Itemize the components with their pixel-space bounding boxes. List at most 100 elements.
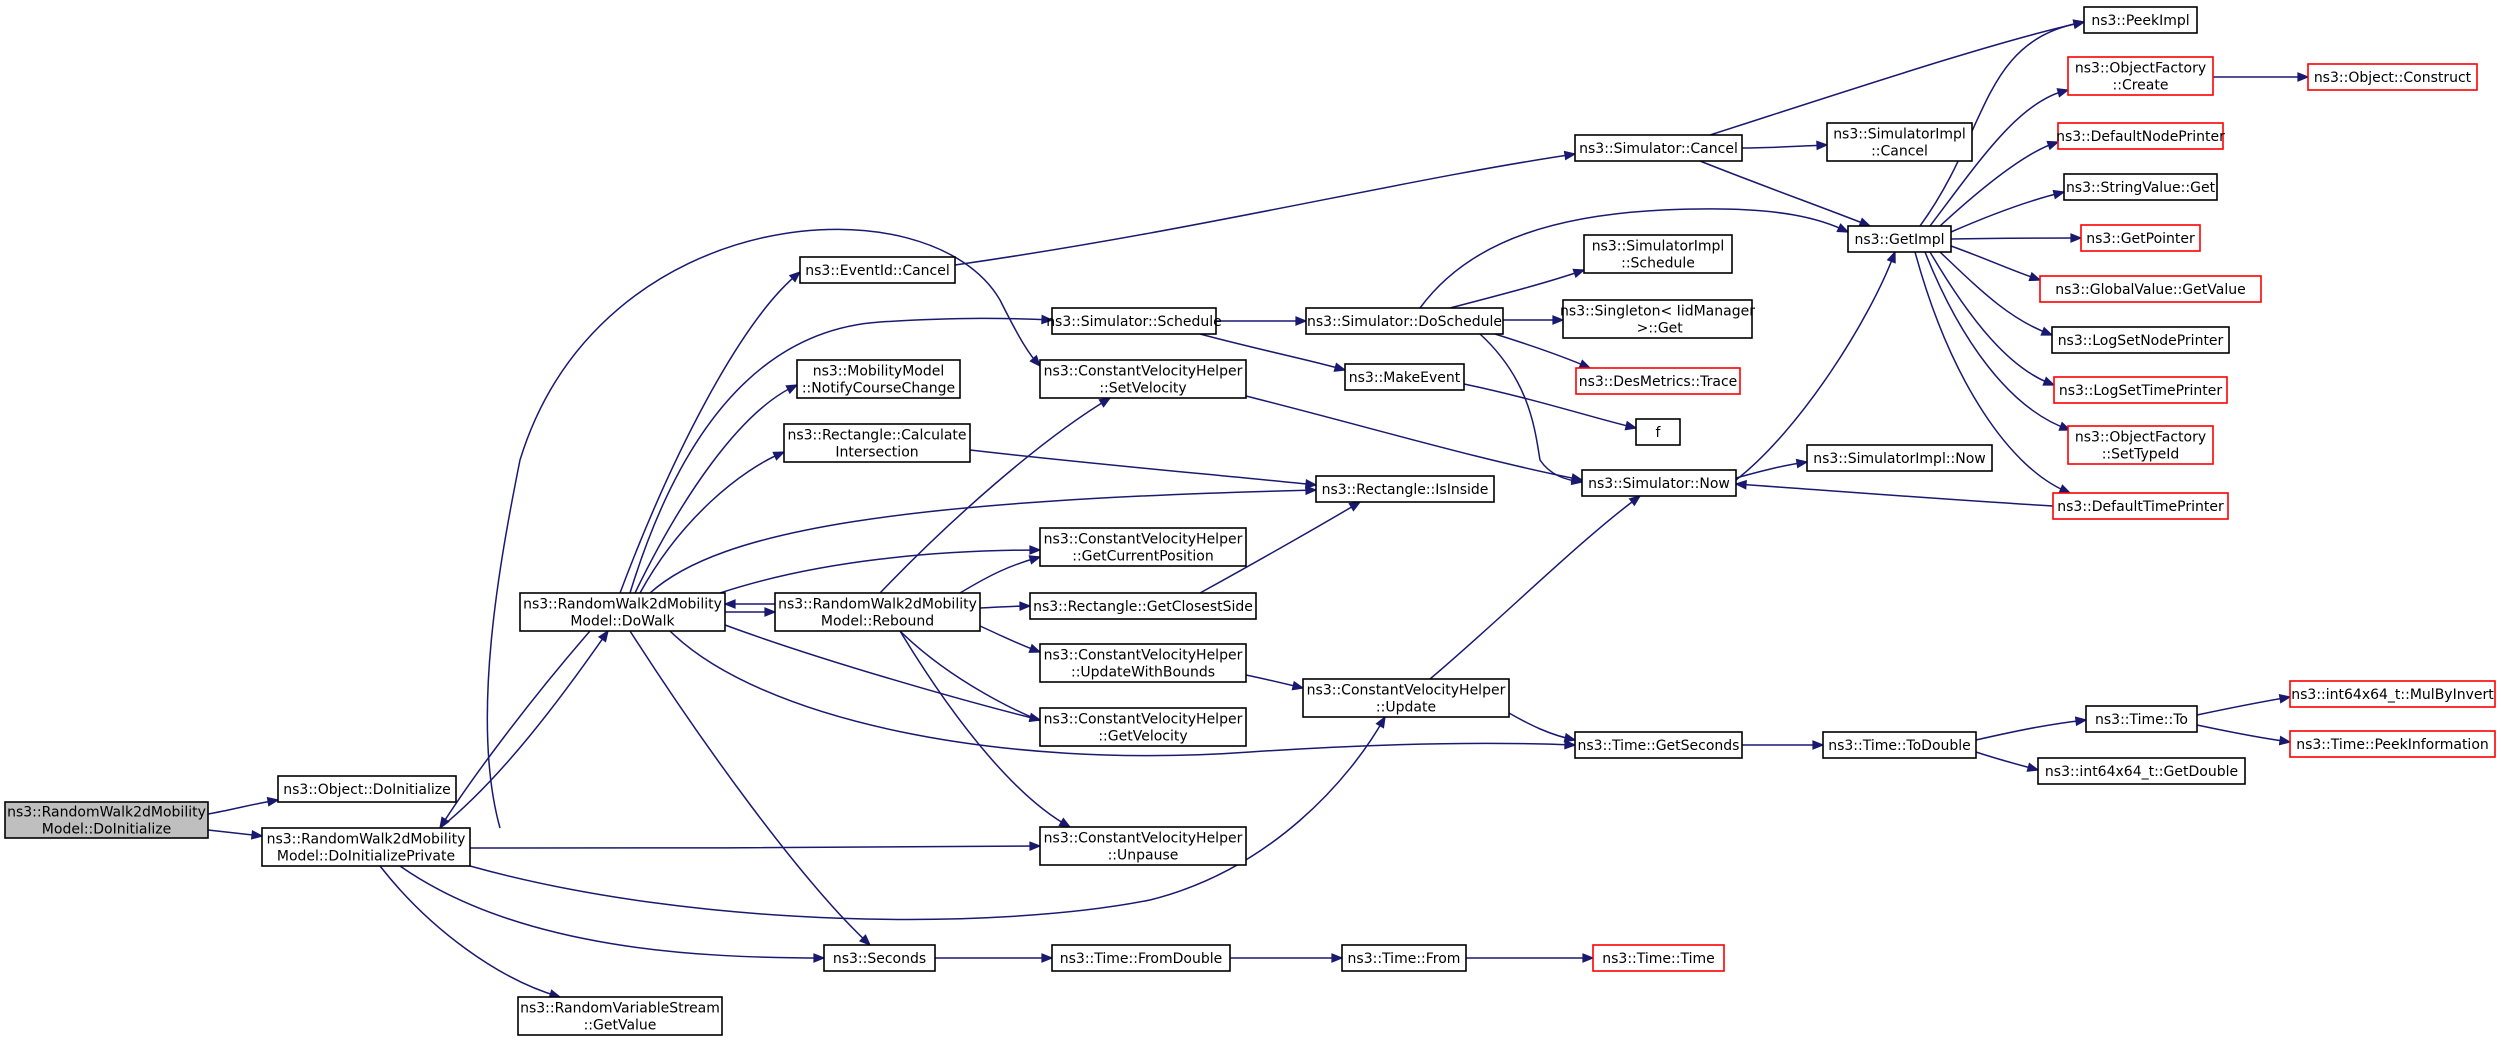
node-updbounds[interactable]: ns3::ConstantVelocityHelper::UpdateWithB… bbox=[1039, 643, 1247, 683]
node-defnodeprinter[interactable]: ns3::DefaultNodePrinter bbox=[2056, 122, 2225, 150]
node-simimplsched[interactable]: ns3::SimulatorImpl::Schedule bbox=[1583, 234, 1733, 274]
edge-arrowhead bbox=[1029, 841, 1042, 852]
node-doinitpriv[interactable]: ns3::RandomWalk2dMobilityModel::DoInitia… bbox=[261, 827, 471, 867]
node-label: ns3::SimulatorImpl::Now bbox=[1813, 451, 1986, 467]
node-label: Model::DoInitialize bbox=[42, 822, 171, 838]
edge-arrowhead bbox=[2058, 484, 2072, 494]
node-mulbyinvert[interactable]: ns3::int64x64_t::MulByInvert bbox=[2289, 680, 2496, 708]
edge-arrowhead bbox=[1564, 739, 1577, 750]
edge-root-to-objdoinit bbox=[207, 796, 280, 815]
edge-arrowhead bbox=[788, 270, 802, 283]
edge-arrowhead bbox=[1041, 314, 1054, 325]
node-objdoinit[interactable]: ns3::Object::DoInitialize bbox=[277, 775, 457, 803]
edge-dowalk-to-calcint bbox=[639, 451, 786, 594]
node-singleton[interactable]: ns3::Singleton< IidManager >::Get bbox=[1560, 299, 1755, 339]
edge-dowalk-to-seconds bbox=[629, 630, 872, 947]
node-getvel[interactable]: ns3::ConstantVelocityHelper::GetVelocity bbox=[1039, 707, 1247, 747]
node-peekimpl[interactable]: ns3::PeekImpl bbox=[2083, 6, 2198, 34]
node-seconds[interactable]: ns3::Seconds bbox=[823, 944, 936, 972]
node-deftimeprinter[interactable]: ns3::DefaultTimePrinter bbox=[2052, 492, 2229, 520]
edge-doschedule-to-getimpl bbox=[1419, 208, 1850, 309]
node-timefrom[interactable]: ns3::Time::From bbox=[1341, 944, 1467, 972]
edge-arrowhead bbox=[1812, 740, 1825, 750]
node-unpause[interactable]: ns3::ConstantVelocityHelper::Unpause bbox=[1039, 826, 1247, 866]
node-setvel[interactable]: ns3::ConstantVelocityHelper::SetVelocity bbox=[1039, 359, 1247, 399]
node-logsetnode[interactable]: ns3::LogSetNodePrinter bbox=[2051, 326, 2230, 354]
edge-arrowhead bbox=[1304, 479, 1318, 489]
edge-line bbox=[899, 630, 1061, 729]
node-label: Model::Rebound bbox=[821, 614, 934, 630]
node-getdouble[interactable]: ns3::int64x64_t::GetDouble bbox=[2037, 757, 2246, 785]
node-simcancel[interactable]: ns3::Simulator::Cancel bbox=[1574, 134, 1743, 162]
edge-updbounds-to-cvhupdate bbox=[1245, 674, 1305, 691]
node-label: ns3::Singleton< IidManager bbox=[1560, 304, 1755, 320]
node-makeevent[interactable]: ns3::MakeEvent bbox=[1344, 363, 1465, 391]
edge-dowalk-to-eventcancel bbox=[619, 270, 802, 594]
node-eventcancel[interactable]: ns3::EventId::Cancel bbox=[799, 256, 956, 284]
node-ofsettypeid[interactable]: ns3::ObjectFactory::SetTypeId bbox=[2067, 425, 2214, 465]
edge-line bbox=[207, 799, 279, 815]
edge-getimpl-to-gvgetvalue bbox=[1950, 245, 2042, 282]
node-getclosest[interactable]: ns3::Rectangle::GetClosestSide bbox=[1029, 592, 1257, 620]
node-label: ns3::DesMetrics::Trace bbox=[1579, 374, 1738, 390]
node-f[interactable]: f bbox=[1635, 418, 1681, 446]
node-schedule[interactable]: ns3::Simulator::Schedule bbox=[1046, 307, 1222, 335]
node-getimpl[interactable]: ns3::GetImpl bbox=[1847, 225, 1952, 253]
edge-getimpl-to-stringget bbox=[1950, 189, 2066, 233]
node-logsettime[interactable]: ns3::LogSetTimePrinter bbox=[2053, 376, 2228, 404]
edge-dowalk-to-notifycc bbox=[634, 384, 799, 594]
node-peekinfo[interactable]: ns3::Time::PeekInformation bbox=[2289, 730, 2496, 758]
node-objconstruct[interactable]: ns3::Object::Construct bbox=[2307, 63, 2478, 91]
node-label: ns3::DefaultTimePrinter bbox=[2057, 499, 2224, 515]
edge-setvel-to-simnow bbox=[1245, 395, 1584, 483]
edge-line bbox=[1449, 269, 1585, 309]
edge-arrowhead bbox=[764, 607, 777, 617]
node-timetime[interactable]: ns3::Time::Time bbox=[1592, 944, 1725, 972]
node-gvgetvalue[interactable]: ns3::GlobalValue::GetValue bbox=[2039, 275, 2262, 303]
edge-line bbox=[469, 716, 1386, 921]
edge-line bbox=[1914, 251, 2071, 494]
edge-dowalk-to-rebound bbox=[725, 607, 777, 617]
edge-arrowhead bbox=[1028, 555, 1042, 565]
edge-dowalk-to-isinside bbox=[649, 485, 1318, 594]
node-label: ns3::ConstantVelocityHelper bbox=[1044, 532, 1243, 548]
node-desmetrics[interactable]: ns3::DesMetrics::Trace bbox=[1575, 367, 1741, 395]
node-label: ns3::Object::Construct bbox=[2314, 70, 2472, 86]
edge-line bbox=[1199, 333, 1346, 371]
node-fromdouble[interactable]: ns3::Time::FromDouble bbox=[1051, 944, 1231, 972]
node-box bbox=[1562, 299, 1753, 339]
edge-arrowhead bbox=[1375, 715, 1386, 729]
node-simimplcancel[interactable]: ns3::SimulatorImpl::Cancel bbox=[1826, 122, 1973, 162]
edge-line bbox=[379, 865, 561, 998]
node-doschedule[interactable]: ns3::Simulator::DoSchedule bbox=[1305, 307, 1504, 335]
edge-arrowhead bbox=[266, 796, 280, 807]
edge-eventcancel-to-simcancel bbox=[954, 150, 1577, 266]
node-todouble[interactable]: ns3::Time::ToDouble bbox=[1822, 731, 1977, 759]
edge-line bbox=[639, 451, 785, 594]
node-ofcreate[interactable]: ns3::ObjectFactory::Create bbox=[2067, 56, 2214, 96]
node-timeto[interactable]: ns3::Time::To bbox=[2085, 705, 2198, 733]
node-getpointer[interactable]: ns3::GetPointer bbox=[2080, 224, 2201, 252]
node-box bbox=[2289, 680, 2496, 708]
node-simimplnow[interactable]: ns3::SimulatorImpl::Now bbox=[1806, 444, 1993, 472]
edge-line bbox=[1929, 251, 2055, 386]
node-isinside[interactable]: ns3::Rectangle::IsInside bbox=[1315, 475, 1495, 503]
node-label: ns3::ConstantVelocityHelper bbox=[1044, 364, 1243, 380]
node-getseconds[interactable]: ns3::Time::GetSeconds bbox=[1574, 731, 1743, 759]
node-stringget[interactable]: ns3::StringValue::Get bbox=[2063, 173, 2218, 201]
node-notifycc[interactable]: ns3::MobilityModel::NotifyCourseChange bbox=[796, 359, 961, 399]
node-label: ns3::GlobalValue::GetValue bbox=[2055, 282, 2245, 298]
edge-arrowhead bbox=[597, 629, 609, 643]
node-box bbox=[1039, 643, 1247, 683]
node-box bbox=[1315, 475, 1495, 503]
node-simnow[interactable]: ns3::Simulator::Now bbox=[1581, 469, 1737, 497]
edge-line bbox=[439, 630, 591, 829]
node-rvsgetvalue[interactable]: ns3::RandomVariableStream::GetValue bbox=[517, 996, 723, 1036]
node-cvhupdate[interactable]: ns3::ConstantVelocityHelper::Update bbox=[1302, 678, 1510, 718]
node-getcurpos[interactable]: ns3::ConstantVelocityHelper::GetCurrentP… bbox=[1039, 527, 1247, 567]
edge-line bbox=[486, 228, 1041, 829]
